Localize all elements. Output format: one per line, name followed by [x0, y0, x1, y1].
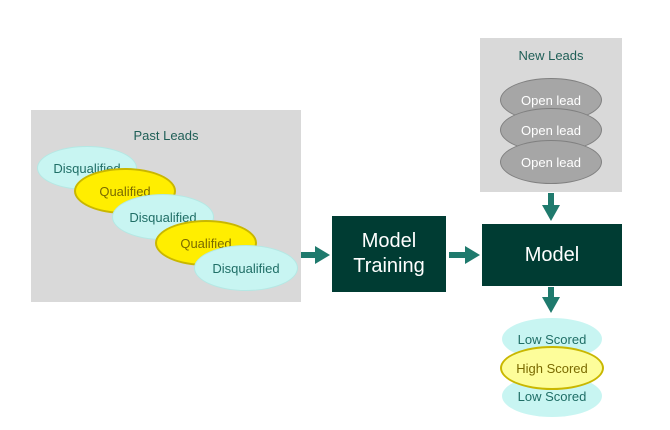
model-label: Model: [524, 243, 580, 266]
arrow-down-icon: [542, 287, 560, 313]
model-training-line1: Model: [361, 230, 417, 252]
high-scored-lead: High Scored: [500, 346, 604, 390]
arrow-right-icon: [449, 246, 480, 264]
new-leads-title: New Leads: [518, 48, 584, 63]
model-box: Model: [482, 224, 622, 286]
past-leads-title: Past Leads: [133, 128, 199, 143]
model-training-box: Model Training: [332, 216, 446, 292]
arrow-down-icon: [542, 193, 560, 221]
open-lead: Open lead: [500, 78, 602, 122]
open-lead: Open lead: [500, 140, 602, 184]
model-training-line2: Training: [353, 255, 425, 277]
past-lead-disqualified: Disqualified: [194, 245, 298, 291]
arrow-right-icon: [301, 246, 330, 264]
